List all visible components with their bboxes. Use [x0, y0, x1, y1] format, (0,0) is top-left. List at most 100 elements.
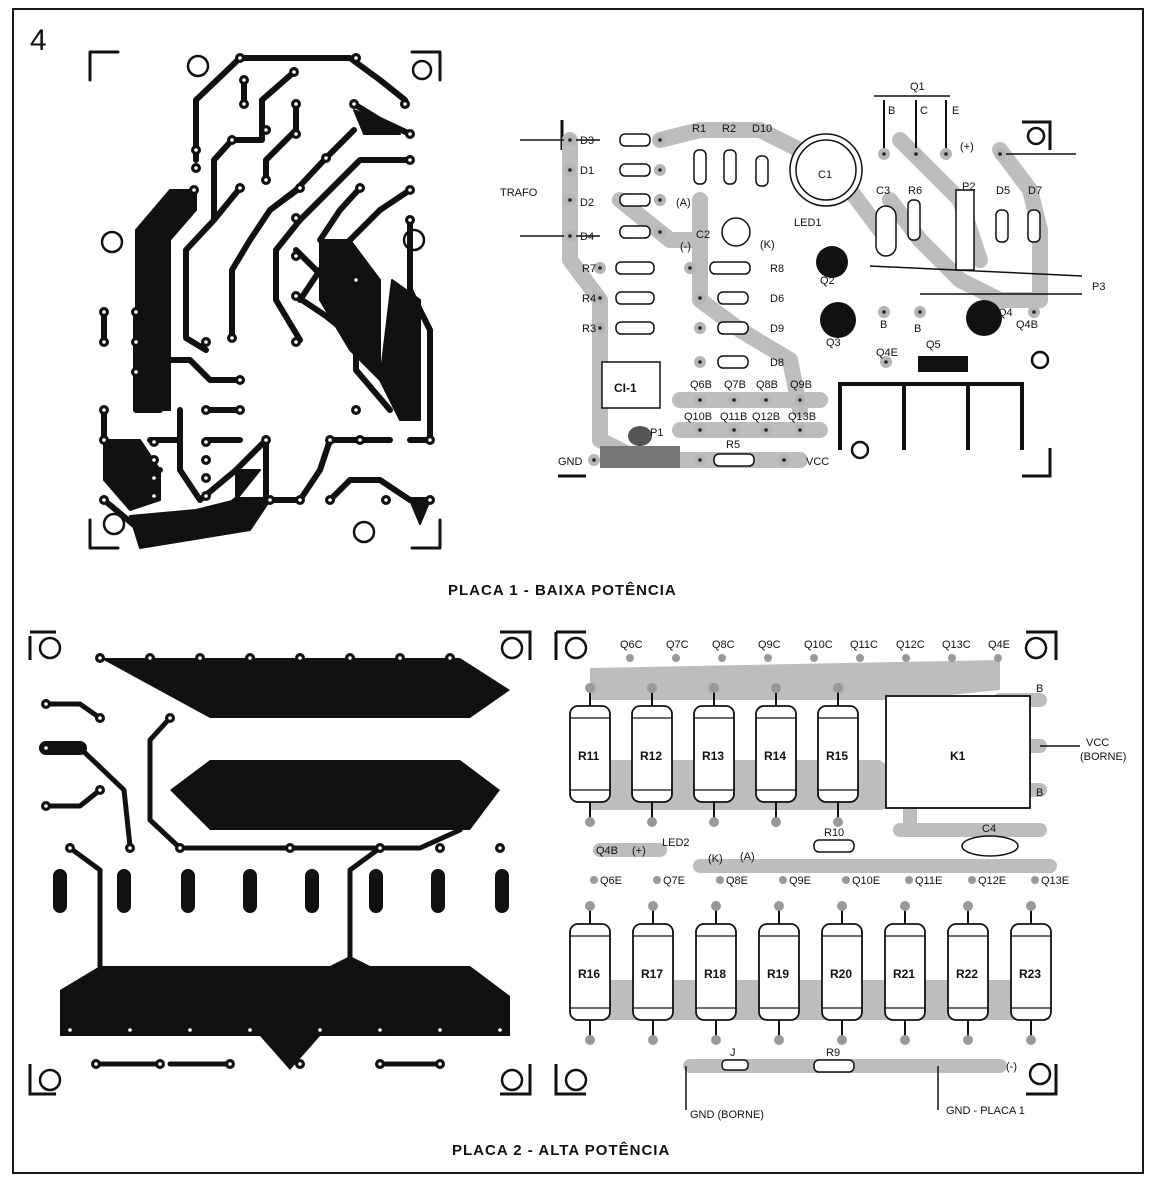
led2-cathode-label: (K): [708, 853, 723, 865]
relay-b-bottom-label: B: [1036, 787, 1043, 799]
q4-base-label: B: [914, 323, 921, 335]
pad-q12e: Q12E: [978, 875, 1006, 887]
pad-dot-q12c: [902, 654, 910, 662]
resistor-r23: R23: [1010, 901, 1052, 1045]
gnd-borne-label: GND (BORNE): [690, 1109, 764, 1121]
q1-collector-label: C: [920, 105, 928, 117]
component-d8: D8: [770, 357, 784, 369]
pad-q10b: Q10B: [684, 411, 712, 423]
ci1-label: CI-1: [614, 381, 637, 395]
figure-frame: [12, 8, 1144, 1174]
placa1-caption: PLACA 1 - BAIXA POTÊNCIA: [448, 582, 677, 599]
resistor-r15: R15: [817, 683, 859, 827]
pad-q8c: Q8C: [712, 639, 735, 651]
pad-q11b: Q11B: [720, 411, 747, 423]
r9-label: R9: [826, 1047, 840, 1059]
plus-label: (+): [960, 141, 974, 153]
pad-dot-q7c: [672, 654, 680, 662]
pad-dot-q13c: [948, 654, 956, 662]
pad-q4e: Q4E: [876, 347, 898, 359]
component-d1: D1: [580, 165, 594, 177]
component-r4: R4: [582, 293, 596, 305]
pad-q9c: Q9C: [758, 639, 781, 651]
minus-label-2: (-): [1006, 1061, 1017, 1073]
pad-dot-q9c: [764, 654, 772, 662]
pad-q12c: Q12C: [896, 639, 925, 651]
resistor-label-r17: R17: [641, 967, 663, 981]
resistor-label-r19: R19: [767, 967, 789, 981]
placa1-copper-side: [88, 50, 442, 550]
gnd-label: GND: [558, 456, 583, 468]
resistor-r22: R22: [947, 901, 989, 1045]
pad-dot-q10c: [810, 654, 818, 662]
pad-q4b: Q4B: [1016, 319, 1038, 331]
q3-base-label: B: [880, 319, 887, 331]
vcc-borne-label: VCC: [1086, 737, 1109, 749]
component-q5: Q5: [926, 339, 941, 351]
vcc-label: VCC: [806, 456, 829, 468]
component-q3: Q3: [826, 337, 841, 349]
pad-dot-q4e: [994, 654, 1002, 662]
relay-b-top-label: B: [1036, 683, 1043, 695]
placa2-caption: PLACA 2 - ALTA POTÊNCIA: [452, 1142, 671, 1159]
resistor-label-r20: R20: [830, 967, 852, 981]
pad-q9b: Q9B: [790, 379, 812, 391]
pad-q7c: Q7C: [666, 639, 689, 651]
resistor-label-r16: R16: [578, 967, 600, 981]
pad-q6c: Q6C: [620, 639, 643, 651]
resistor-r18: R18: [695, 901, 737, 1045]
resistor-label-r14: R14: [764, 749, 786, 763]
component-d4: D4: [580, 231, 594, 243]
anode-label: (A): [676, 197, 691, 209]
c4-label: C4: [982, 823, 996, 835]
pad-dot-q9e: [779, 876, 787, 884]
pad-q9e: Q9E: [789, 875, 811, 887]
pad-dot-q11e: [905, 876, 913, 884]
pad-q8e: Q8E: [726, 875, 748, 887]
pad-dot-q6c: [626, 654, 634, 662]
component-d7: D7: [1028, 185, 1042, 197]
resistor-r11: R11: [569, 683, 611, 827]
pad-q13b: Q13B: [788, 411, 816, 423]
placa1-component-side: [520, 95, 1083, 478]
pad-dot-q12e: [968, 876, 976, 884]
component-p1: P1: [650, 427, 663, 439]
pad-q6e: Q6E: [600, 875, 622, 887]
pad-q13e: Q13E: [1041, 875, 1069, 887]
component-q4: Q4: [998, 307, 1013, 319]
pad-q10c: Q10C: [804, 639, 833, 651]
component-r6: R6: [908, 185, 922, 197]
component-r2: R2: [722, 123, 736, 135]
component-c2: C2: [696, 229, 710, 241]
led2-label: LED2: [662, 837, 690, 849]
component-r3: R3: [582, 323, 596, 335]
q1-emitter-label: E: [952, 105, 959, 117]
trafo-label: TRAFO: [500, 187, 538, 199]
component-d3: D3: [580, 135, 594, 147]
q4b-label: Q4B: [596, 845, 618, 857]
component-q2: Q2: [820, 275, 835, 287]
component-d5: D5: [996, 185, 1010, 197]
resistor-label-r15: R15: [826, 749, 848, 763]
figure-number: 4: [30, 24, 47, 57]
pad-q13c: Q13C: [942, 639, 971, 651]
placa1-labels: TRAFO GND VCC Q1 B C E (+) (-) (A) (K) L…: [500, 81, 1105, 468]
gnd-placa1-label: GND - PLACA 1: [946, 1105, 1025, 1117]
resistor-label-r23: R23: [1019, 967, 1041, 981]
resistor-label-r13: R13: [702, 749, 724, 763]
plus-label-2: (+): [632, 845, 646, 857]
component-r8: R8: [770, 263, 784, 275]
resistor-r19: R19: [758, 901, 800, 1045]
pad-dot-q13e: [1031, 876, 1039, 884]
component-d9: D9: [770, 323, 784, 335]
pad-dot-q6e: [590, 876, 598, 884]
r10-label: R10: [824, 827, 844, 839]
cathode-label: (K): [760, 239, 775, 251]
pad-q11e: Q11E: [915, 875, 942, 887]
